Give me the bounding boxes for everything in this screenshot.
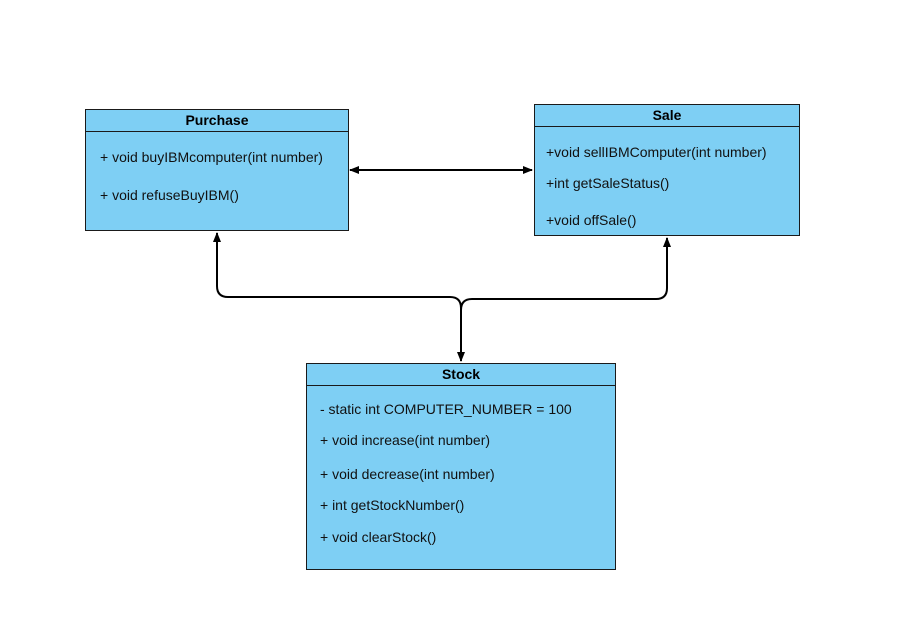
stock-class-name: Stock: [307, 364, 615, 386]
sale-class[interactable]: Sale +void sellIBMComputer(int number) +…: [534, 104, 800, 236]
stock-member: - static int COMPUTER_NUMBER = 100: [320, 401, 572, 417]
purchase-member: + void refuseBuyIBM(): [100, 187, 239, 203]
stock-class[interactable]: Stock - static int COMPUTER_NUMBER = 100…: [306, 363, 616, 570]
stock-member: + void decrease(int number): [320, 466, 495, 482]
purchase-class-name: Purchase: [86, 110, 348, 132]
stock-sale-connector: [460, 237, 671, 340]
purchase-member: + void buyIBMcomputer(int number): [100, 149, 323, 165]
sale-member: +void offSale(): [546, 212, 637, 228]
stock-member: + void increase(int number): [320, 432, 491, 448]
purchase-class[interactable]: Purchase + void buyIBMcomputer(int numbe…: [85, 109, 349, 231]
sale-member: +void sellIBMComputer(int number): [546, 144, 767, 160]
stock-purchase-connector: [213, 232, 462, 340]
sale-member: +int getSaleStatus(): [546, 175, 670, 191]
stock-member: + int getStockNumber(): [320, 497, 465, 513]
sale-class-name: Sale: [535, 105, 799, 127]
stock-member: + void clearStock(): [320, 529, 437, 545]
